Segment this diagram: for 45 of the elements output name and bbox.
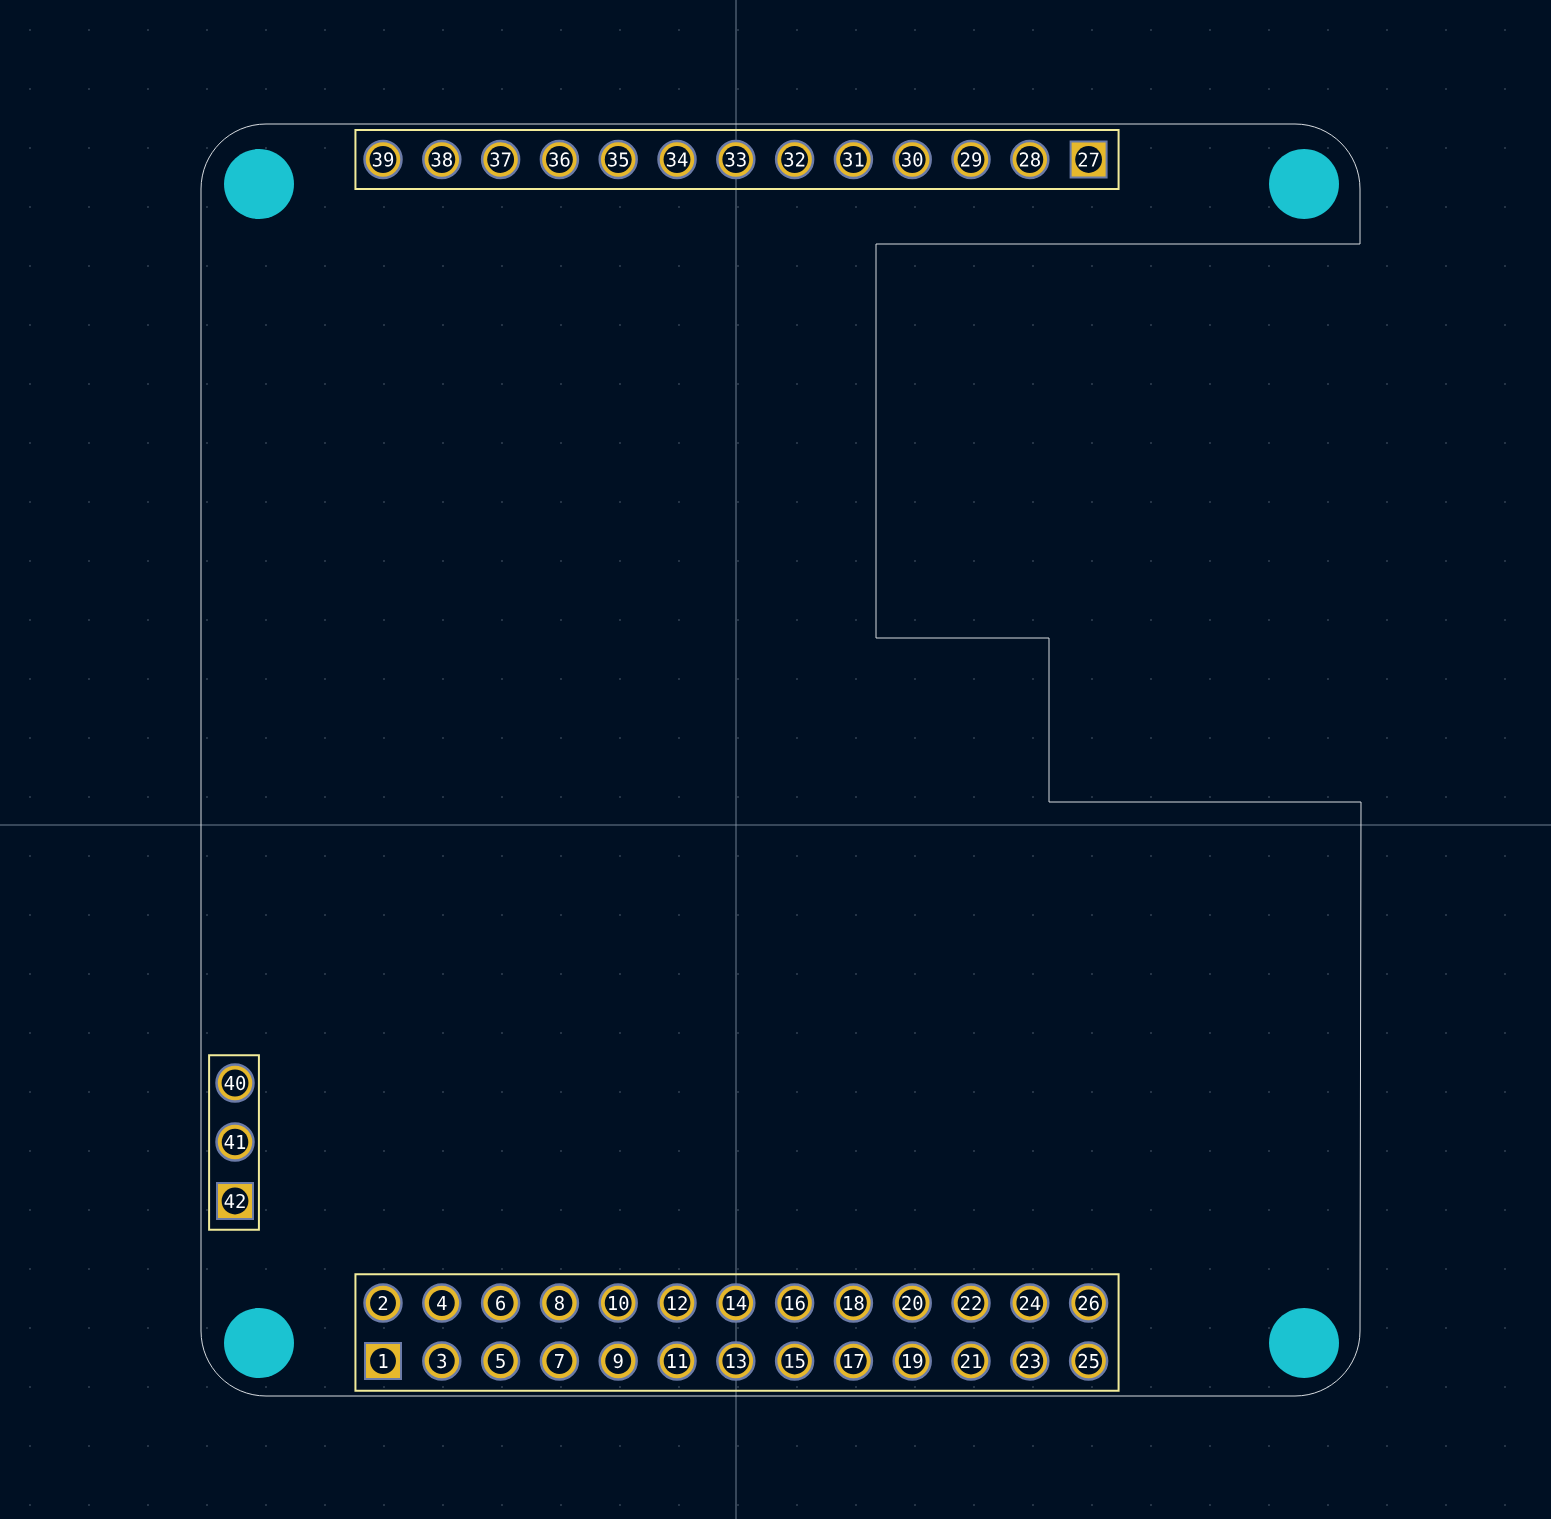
round-pad: 24 xyxy=(1010,1283,1050,1323)
round-pad: 15 xyxy=(774,1341,815,1381)
round-pad: 3 xyxy=(422,1341,462,1381)
round-pad: 7 xyxy=(539,1341,580,1381)
round-pad: 26 xyxy=(1068,1283,1109,1323)
round-pad: 21 xyxy=(951,1341,991,1381)
header-outline xyxy=(354,1273,1120,1392)
round-pad: 34 xyxy=(657,139,697,180)
round-pad: 23 xyxy=(1010,1341,1050,1381)
round-pad: 22 xyxy=(951,1283,991,1323)
round-pad: 28 xyxy=(1010,139,1050,180)
round-pad: 17 xyxy=(833,1341,874,1381)
round-pad: 6 xyxy=(480,1283,521,1323)
round-pad: 10 xyxy=(598,1283,638,1323)
round-pad: 12 xyxy=(657,1283,697,1323)
round-pad: 37 xyxy=(480,139,521,180)
round-pad: 20 xyxy=(892,1283,932,1323)
round-pad: 9 xyxy=(598,1341,638,1381)
header-outline xyxy=(354,129,1120,190)
round-pad: 41 xyxy=(215,1122,255,1162)
round-pad: 39 xyxy=(363,139,403,180)
round-pad: 31 xyxy=(833,139,874,180)
round-pad: 2 xyxy=(363,1283,403,1323)
header-outline xyxy=(208,1054,260,1231)
round-pad: 29 xyxy=(951,139,991,180)
round-pad: 8 xyxy=(539,1283,580,1323)
round-pad: 19 xyxy=(892,1341,932,1381)
round-pad: 36 xyxy=(539,139,580,180)
round-pad: 33 xyxy=(716,139,756,180)
round-pad: 4 xyxy=(422,1283,462,1323)
round-pad: 38 xyxy=(422,139,462,180)
round-pad: 35 xyxy=(598,139,638,180)
round-pad: 14 xyxy=(716,1283,756,1323)
square-pad: 1 xyxy=(364,1342,402,1380)
round-pad: 18 xyxy=(833,1283,874,1323)
square-pad: 27 xyxy=(1069,140,1108,179)
round-pad: 32 xyxy=(774,139,815,180)
square-pad: 42 xyxy=(216,1182,254,1220)
round-pad: 13 xyxy=(716,1341,756,1381)
round-pad: 30 xyxy=(892,139,932,180)
round-pad: 5 xyxy=(480,1341,521,1381)
round-pad: 25 xyxy=(1068,1341,1109,1381)
round-pad: 16 xyxy=(774,1283,815,1323)
round-pad: 40 xyxy=(215,1063,255,1103)
round-pad: 11 xyxy=(657,1341,697,1381)
